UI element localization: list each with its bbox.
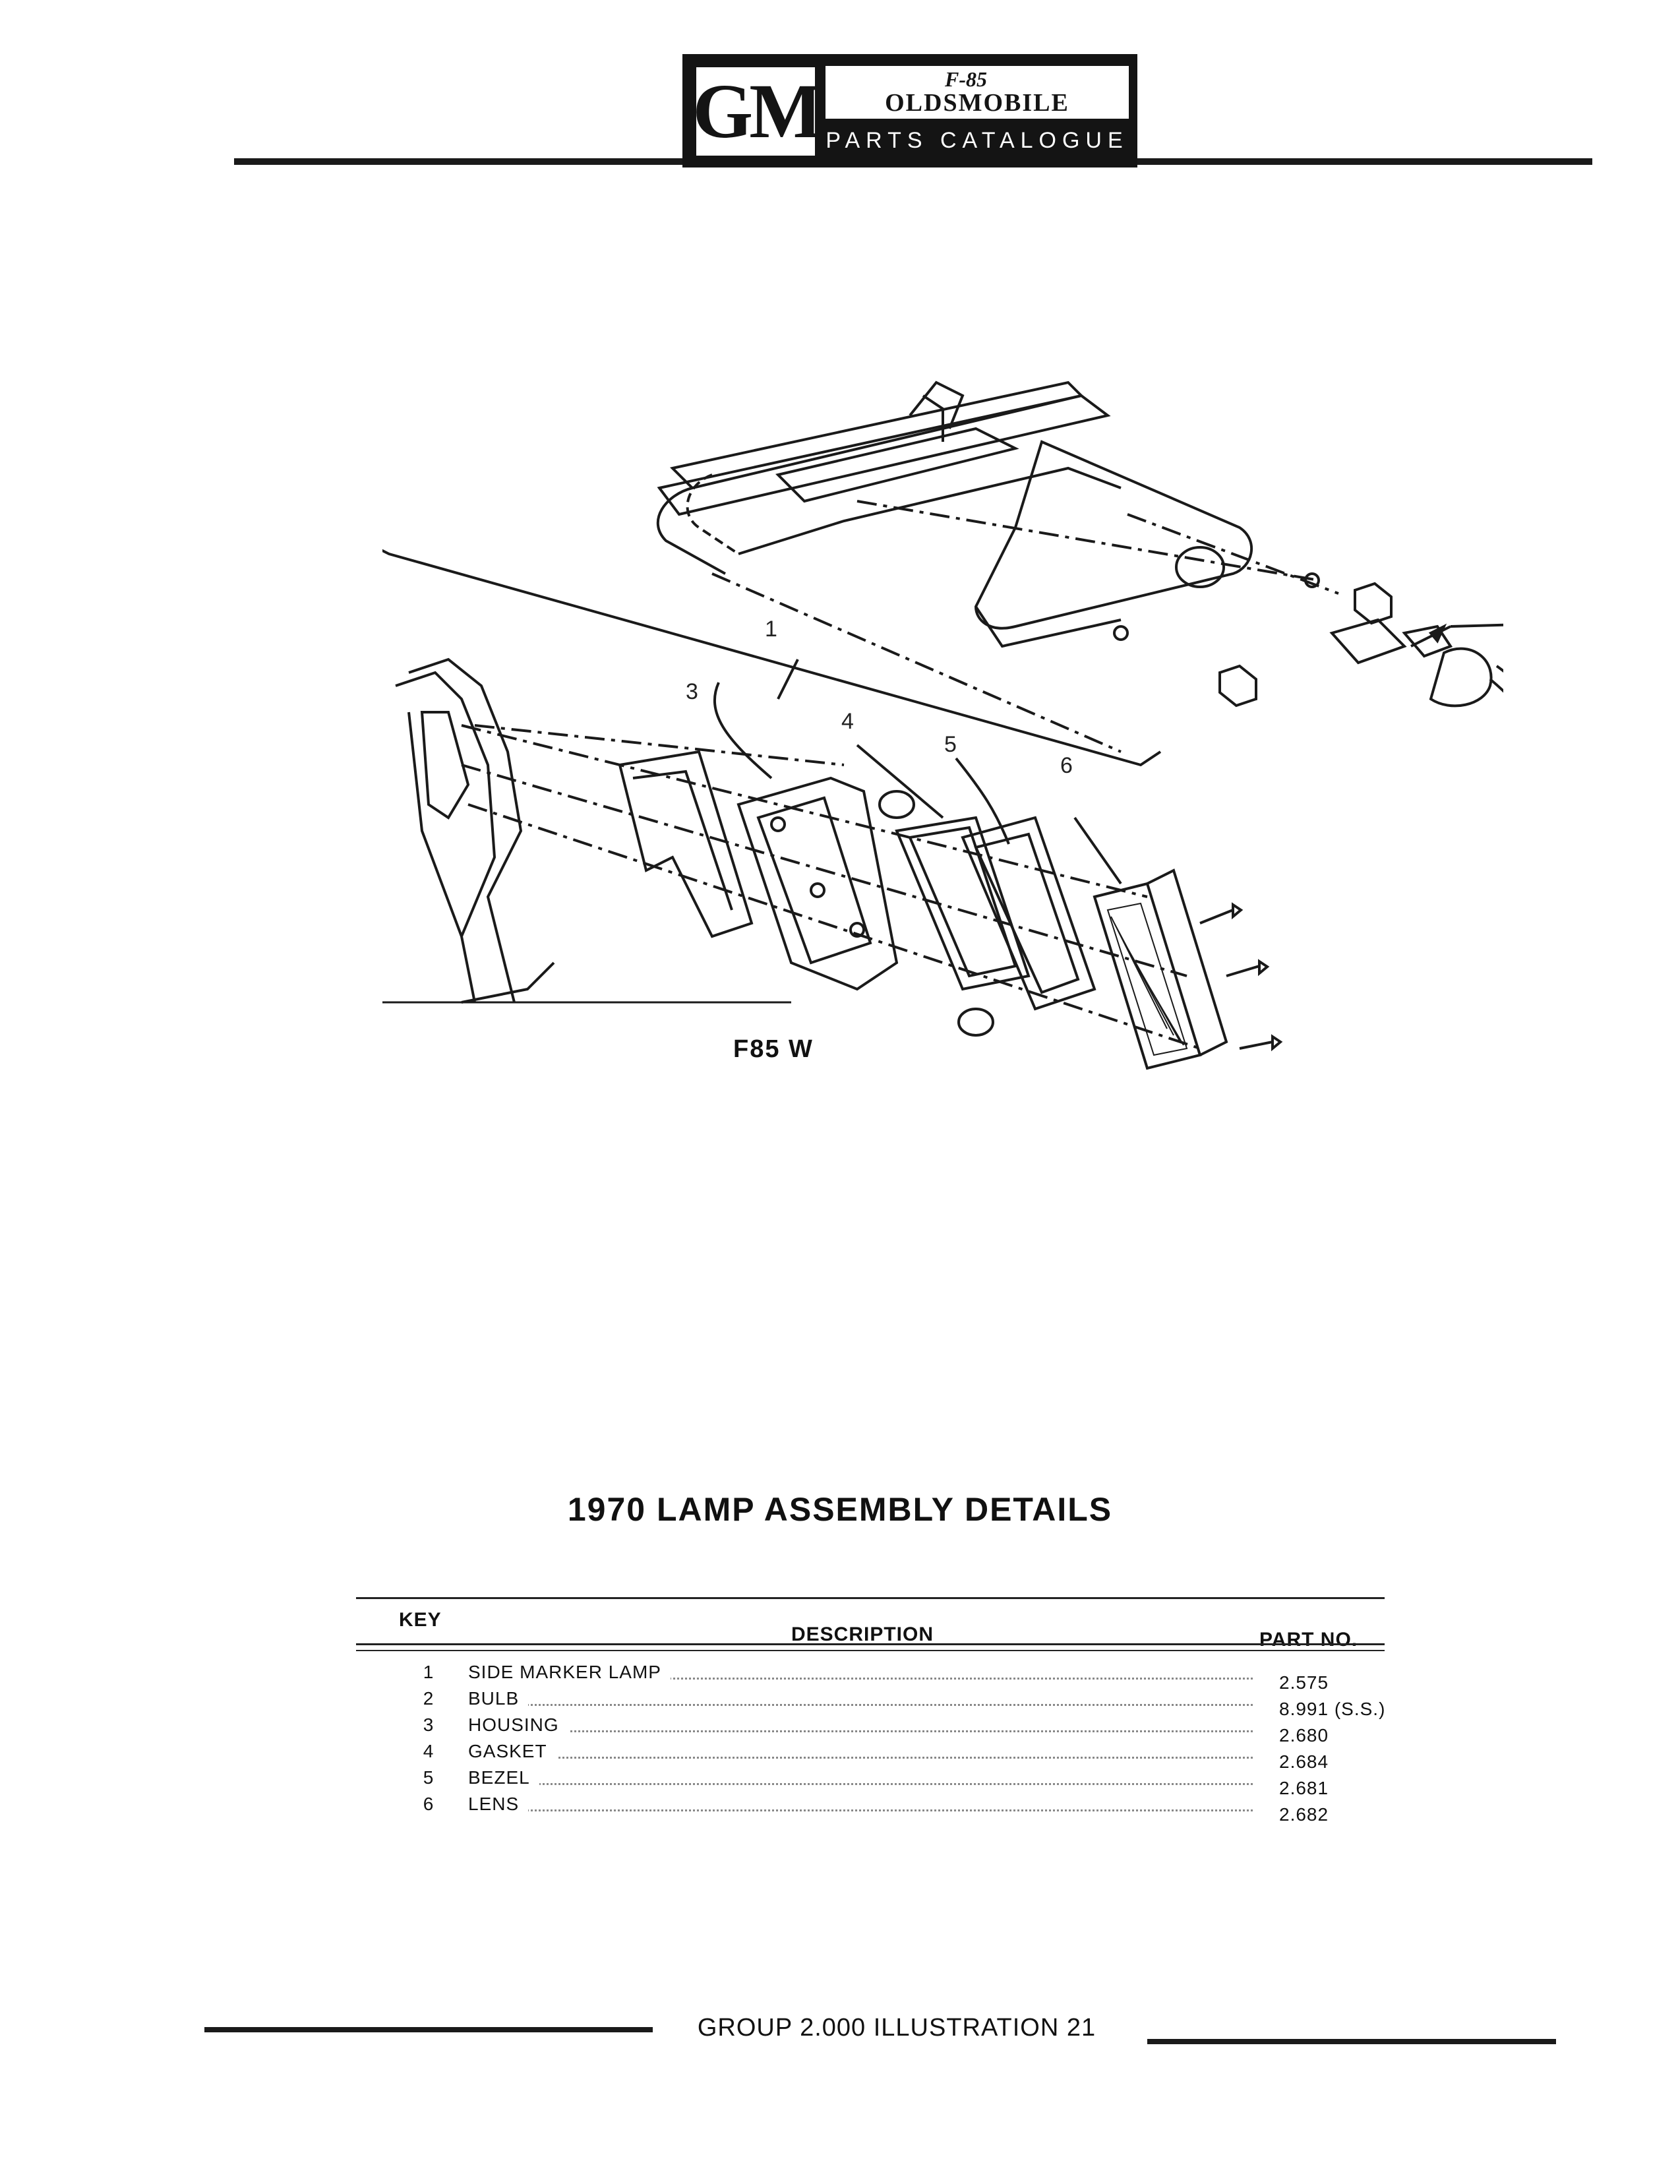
- row-key: 5: [423, 1767, 435, 1788]
- footer-rule-right: [1147, 2039, 1556, 2044]
- logo-panel: [825, 66, 1129, 119]
- row-description: LENS: [468, 1794, 529, 1815]
- callout-3: 3: [686, 679, 698, 704]
- model-label: F85 W: [733, 1035, 814, 1063]
- logo-brand: OLDSMOBILE: [885, 89, 1069, 117]
- row-part-no: 2.575: [1279, 1672, 1329, 1693]
- callout-6: 6: [1060, 753, 1073, 778]
- logo-model: F-85: [945, 67, 987, 91]
- lamp-housing-drawing: [382, 657, 1283, 1070]
- leader-dots: [468, 1730, 1253, 1732]
- row-key: 2: [423, 1688, 435, 1709]
- row-part-no: 2.684: [1279, 1751, 1329, 1772]
- row-key: 6: [423, 1794, 435, 1814]
- row-part-no: 2.681: [1279, 1778, 1329, 1798]
- row-description: BULB: [468, 1688, 529, 1709]
- table-row: 5 BEZEL 2.681: [396, 1767, 1398, 1798]
- row-description: GASKET: [468, 1741, 556, 1762]
- leader-dots: [468, 1678, 1253, 1680]
- row-description: SIDE MARKER LAMP: [468, 1662, 671, 1683]
- leader-dots: [468, 1783, 1253, 1785]
- row-key: 4: [423, 1741, 435, 1761]
- row-description: BEZEL: [468, 1767, 539, 1788]
- side-marker-lamp-drawing: [382, 380, 1503, 767]
- footer-illustration-ref: GROUP 2.000 ILLUSTRATION 21: [697, 2014, 1096, 2042]
- callout-5: 5: [944, 732, 957, 757]
- row-key: 3: [423, 1714, 435, 1735]
- exploded-lamp-diagram: 1 2 3 4 5 6: [382, 380, 1503, 1070]
- gm-logo-mark: GM: [692, 63, 823, 160]
- table-row: 2 BULB 8.991 (S.S.): [396, 1688, 1398, 1719]
- table-top-rule: [356, 1597, 1385, 1599]
- footer-rule-left: [204, 2027, 653, 2032]
- page-title: 1970 LAMP ASSEMBLY DETAILS: [567, 1491, 1113, 1528]
- callout-1: 1: [765, 617, 777, 642]
- leader-dots: [468, 1757, 1253, 1759]
- table-row: 6 LENS 2.682: [396, 1794, 1398, 1825]
- leader-dots: [468, 1809, 1253, 1811]
- row-part-no: 8.991 (S.S.): [1279, 1699, 1386, 1719]
- table-row: 1 SIDE MARKER LAMP 2.575: [396, 1662, 1398, 1693]
- table-header-rule: [356, 1643, 1385, 1645]
- callout-4: 4: [841, 709, 854, 734]
- row-part-no: 2.682: [1279, 1804, 1329, 1825]
- row-key: 1: [423, 1662, 435, 1682]
- leader-dots: [468, 1704, 1253, 1706]
- logo-subtitle: PARTS CATALOGUE: [825, 128, 1129, 153]
- column-header-key: KEY: [399, 1609, 442, 1631]
- table-header-rule-thin: [356, 1650, 1385, 1651]
- table-row: 4 GASKET 2.684: [396, 1741, 1398, 1772]
- row-description: HOUSING: [468, 1714, 568, 1736]
- row-part-no: 2.680: [1279, 1725, 1329, 1745]
- column-header-part-no: PART NO.: [1259, 1629, 1358, 1651]
- column-header-description: DESCRIPTION: [791, 1623, 934, 1645]
- table-row: 3 HOUSING 2.680: [396, 1714, 1398, 1745]
